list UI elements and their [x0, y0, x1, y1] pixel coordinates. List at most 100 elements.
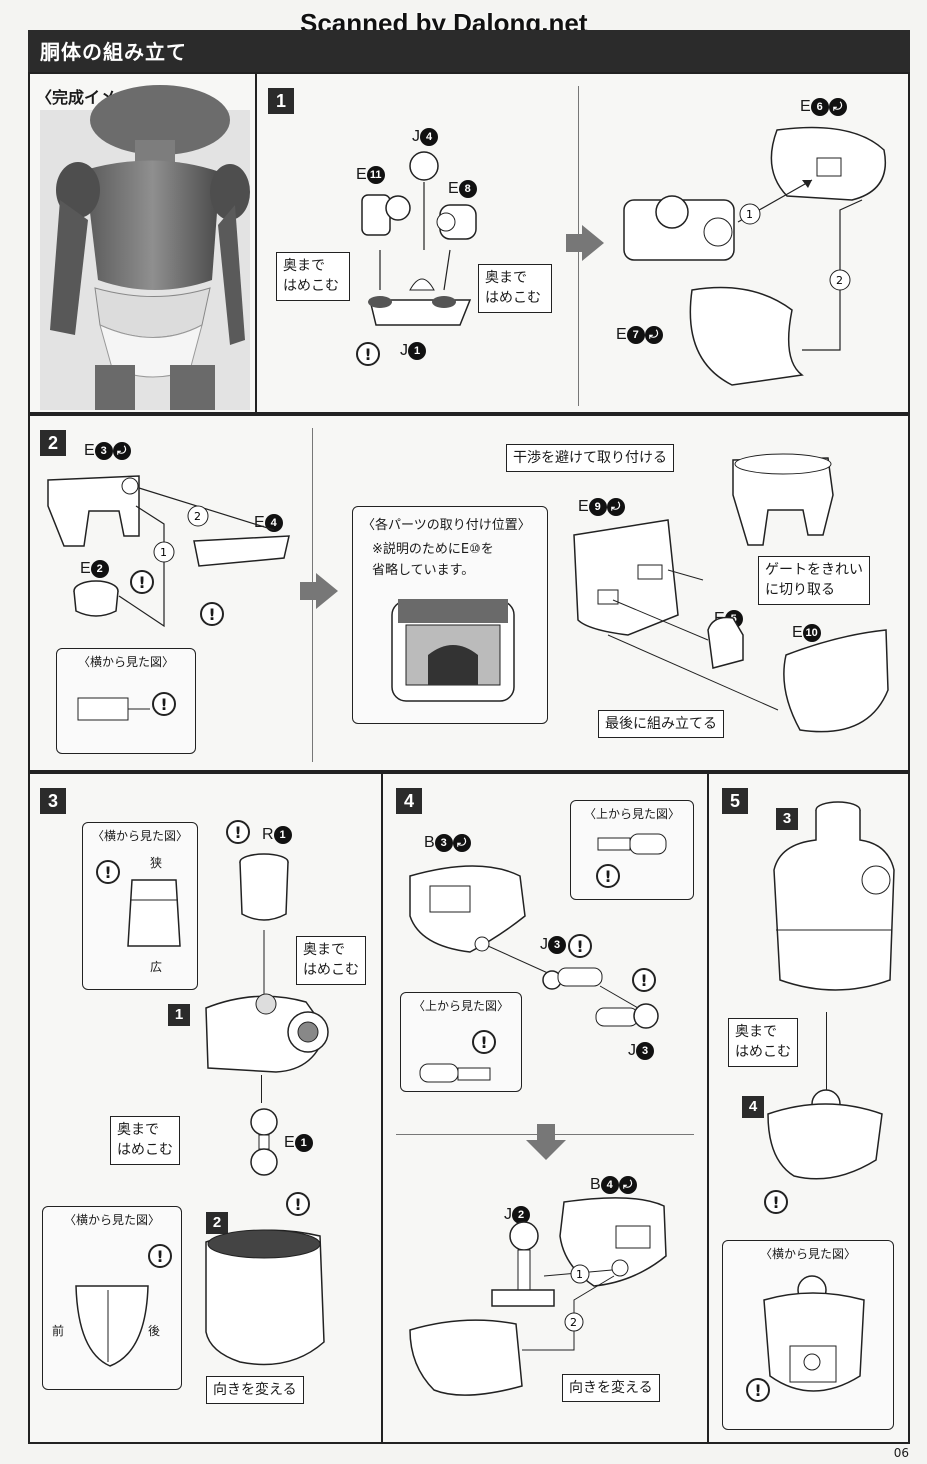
side-view-title: 〈横から見た図〉: [77, 655, 174, 669]
step4-assembly-illustration: 1 2: [409, 1197, 667, 1396]
tip-push-fully: 奥まで はめこむ: [728, 1018, 798, 1067]
down-arrow-icon: [537, 1124, 555, 1140]
divider: [255, 74, 257, 412]
completed-torso-illustration: [40, 85, 250, 410]
step-5-number: 5: [722, 788, 748, 814]
positions-diagram: [391, 599, 515, 702]
order-1: 1: [576, 1268, 583, 1281]
warning-icon: !: [568, 934, 592, 958]
front-label: 前: [52, 1324, 65, 1338]
warning-icon: !: [632, 968, 656, 992]
side-view-title: 〈横から見た図〉: [759, 1247, 856, 1261]
section-title: 胴体の組み立て: [40, 40, 187, 64]
tip-change-orientation: 向きを変える: [206, 1376, 304, 1405]
step-2-number: 2: [40, 430, 66, 456]
step2-parts-illustration: 2 1: [47, 475, 290, 628]
step-1-number: 1: [268, 88, 294, 114]
step2-assembly-illustration: [573, 453, 889, 733]
positions-note: ※説明のためにE⑩を 省略しています。: [372, 542, 494, 578]
subassembly-4-badge: 4: [742, 1096, 764, 1118]
top-view-title: 〈上から見た図〉: [583, 807, 680, 821]
warning-icon: !: [200, 602, 224, 626]
subassembly-3-badge: 3: [776, 808, 798, 830]
top-view-part-2: [419, 1063, 491, 1083]
subassembly-2-illustration: [205, 1229, 325, 1366]
warning-icon: !: [472, 1030, 496, 1054]
tip-push-fully-left: 奥まで はめこむ: [276, 252, 350, 301]
tip-avoid-interference: 干渉を避けて取り付ける: [506, 444, 674, 473]
next-arrow-icon: [582, 225, 604, 261]
top-view-part: [597, 833, 667, 855]
tip-cut-gate: ゲートをきれい に切り取る: [758, 556, 870, 605]
step-3-number: 3: [40, 788, 66, 814]
side-view-cup: [75, 1285, 149, 1367]
step-4-number: 4: [396, 788, 422, 814]
warning-icon: !: [286, 1192, 310, 1216]
section-header-bar: [28, 30, 910, 72]
wide-label: 広: [150, 960, 163, 974]
tip-push-fully-top: 奥まで はめこむ: [296, 936, 366, 985]
tip-assemble-last: 最後に組み立てる: [598, 710, 724, 739]
tip-push-fully-right: 奥まで はめこむ: [478, 264, 552, 313]
order-2: 2: [194, 510, 201, 523]
part-r1-illustration: [239, 853, 289, 1002]
side-view-part: [77, 697, 150, 721]
step4-parts-illustration: [409, 865, 659, 1029]
divider: [261, 1075, 262, 1103]
next-arrow-icon: [300, 582, 316, 600]
side-view-cylinder: [127, 879, 181, 947]
warning-icon: !: [152, 692, 176, 716]
warning-icon: !: [130, 570, 154, 594]
warning-icon: !: [356, 342, 380, 366]
part-e1-illustration: [250, 1108, 278, 1176]
page-number: 06: [893, 1446, 909, 1460]
side-view-hip: [763, 1275, 865, 1392]
order-1: 1: [160, 546, 167, 559]
subassembly-4-illustration: [767, 1089, 883, 1180]
down-arrow-icon: [526, 1140, 566, 1160]
side-view-title: 〈横から見た図〉: [91, 829, 188, 843]
subassembly-1-illustration: [205, 993, 329, 1073]
step1-assembly-illustration: 1 2: [623, 126, 886, 386]
divider: [826, 1012, 827, 1090]
warning-icon: !: [148, 1244, 172, 1268]
next-arrow-icon: [566, 234, 582, 252]
subassembly-1-badge: 1: [168, 1004, 190, 1026]
order-2: 2: [836, 274, 843, 287]
tip-change-orientation: 向きを変える: [562, 1374, 660, 1403]
subassembly-2-badge: 2: [206, 1212, 228, 1234]
narrow-label: 狭: [150, 856, 163, 870]
order-2: 2: [570, 1316, 577, 1329]
warning-icon: !: [764, 1190, 788, 1214]
subassembly-3-illustration: [773, 801, 895, 991]
order-1: 1: [746, 208, 753, 221]
warning-icon: !: [96, 860, 120, 884]
step1-parts-illustration: [361, 151, 477, 326]
top-view-title: 〈上から見た図〉: [412, 999, 509, 1013]
tip-push-fully-mid: 奥まで はめこむ: [110, 1116, 180, 1165]
side-view-title: 〈横から見た図〉: [63, 1213, 160, 1227]
back-label: 後: [148, 1324, 161, 1338]
warning-icon: !: [226, 820, 250, 844]
next-arrow-icon: [316, 573, 338, 609]
positions-title: 〈各パーツの取り付け位置〉: [362, 518, 531, 533]
warning-icon: !: [746, 1378, 770, 1402]
